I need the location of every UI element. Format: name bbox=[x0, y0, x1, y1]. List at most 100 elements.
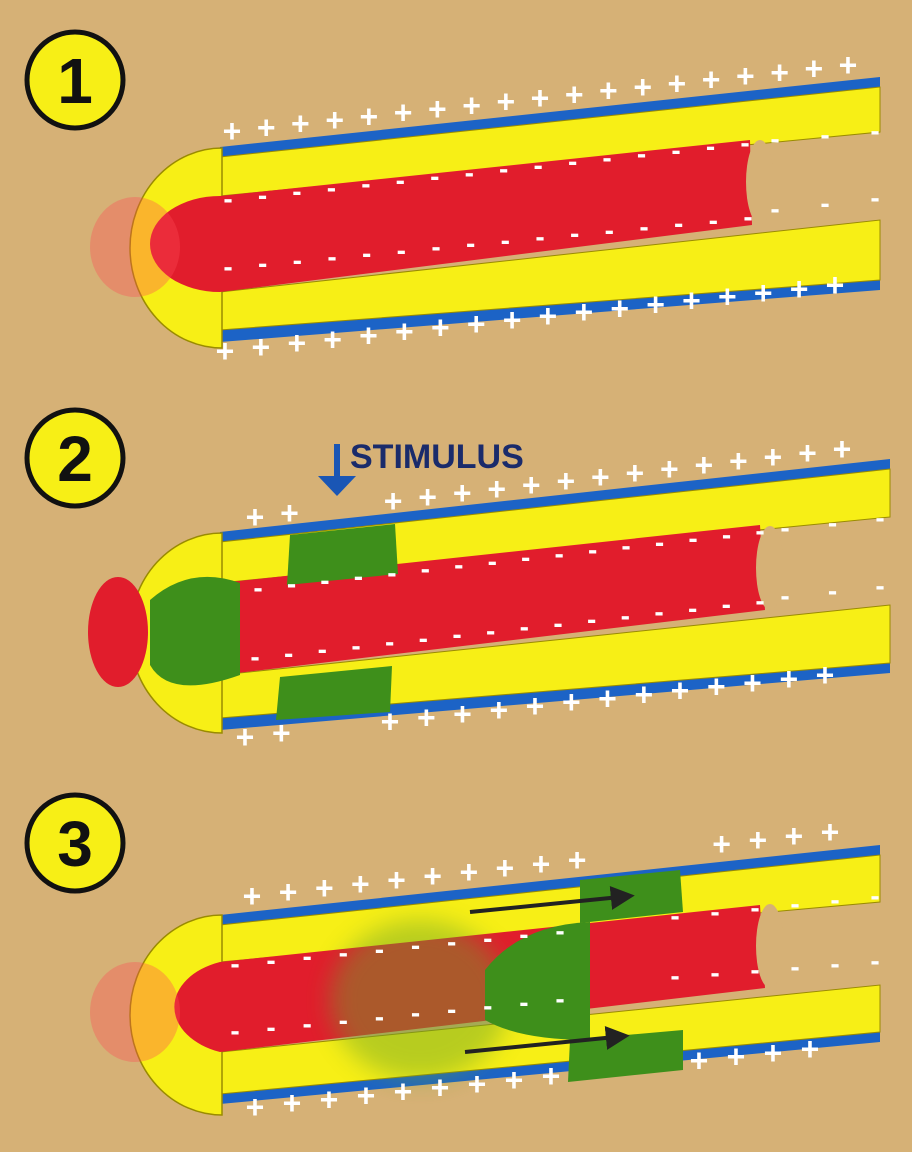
negative-charge: - bbox=[253, 572, 262, 603]
negative-charge: - bbox=[258, 179, 267, 210]
negative-charge: - bbox=[671, 135, 680, 166]
negative-charge: - bbox=[362, 238, 371, 269]
stage-2-number: 2 bbox=[57, 423, 93, 495]
positive-charge: + bbox=[462, 87, 481, 123]
negative-charge: - bbox=[588, 534, 597, 565]
depolarized-zone-bottom bbox=[568, 1030, 683, 1082]
negative-charge: - bbox=[385, 626, 394, 657]
negative-charge: - bbox=[875, 502, 884, 533]
depolarized-zone-core bbox=[150, 576, 240, 686]
negative-charge: - bbox=[820, 119, 829, 150]
positive-charge: + bbox=[764, 439, 783, 475]
negative-charge: - bbox=[411, 930, 420, 961]
positive-charge: + bbox=[682, 283, 701, 319]
negative-charge: - bbox=[421, 553, 430, 584]
negative-charge: - bbox=[709, 204, 718, 235]
negative-charge: - bbox=[519, 987, 528, 1018]
negative-charge: - bbox=[755, 585, 764, 616]
negative-charge: - bbox=[722, 589, 731, 620]
negative-charge: - bbox=[830, 884, 839, 915]
negative-charge: - bbox=[828, 507, 837, 538]
negative-charge: - bbox=[722, 519, 731, 550]
positive-charge: + bbox=[325, 102, 344, 138]
positive-charge: + bbox=[505, 1062, 524, 1098]
positive-charge: + bbox=[532, 846, 551, 882]
negative-charge: - bbox=[830, 948, 839, 979]
negative-charge: - bbox=[587, 604, 596, 635]
positive-charge: + bbox=[503, 302, 522, 338]
negative-charge: - bbox=[870, 880, 879, 911]
positive-charge: + bbox=[562, 684, 581, 720]
positive-charge: + bbox=[428, 91, 447, 127]
membrane-bottom-edge bbox=[220, 663, 890, 730]
positive-charge: + bbox=[496, 850, 515, 886]
positive-charge: + bbox=[690, 1043, 709, 1079]
negative-charge: - bbox=[555, 983, 564, 1014]
stage-2-badge: 2 bbox=[24, 407, 126, 509]
negative-charge: - bbox=[655, 526, 664, 557]
negative-charge: - bbox=[447, 994, 456, 1025]
negative-charge: - bbox=[743, 201, 752, 232]
positive-charge: + bbox=[729, 443, 748, 479]
positive-charge: + bbox=[279, 874, 298, 910]
positive-charge: + bbox=[272, 715, 291, 751]
negative-charge: - bbox=[555, 915, 564, 946]
negative-charge: - bbox=[488, 545, 497, 576]
negative-charge: - bbox=[230, 948, 239, 979]
negative-charge: - bbox=[780, 580, 789, 611]
negative-charge: - bbox=[870, 182, 879, 213]
positive-charge: + bbox=[381, 704, 400, 740]
negative-charge: - bbox=[486, 615, 495, 646]
negative-charge: - bbox=[258, 248, 267, 279]
propagation-arrow-bottom bbox=[464, 1025, 630, 1054]
positive-charge: + bbox=[556, 463, 575, 499]
stimulus-label: STIMULUS bbox=[350, 438, 524, 476]
stage-3-charges: +++++++++++++++++++++++++++-------------… bbox=[230, 814, 879, 1125]
negative-charge: - bbox=[828, 575, 837, 606]
negative-charge: - bbox=[375, 1001, 384, 1032]
negative-charge: - bbox=[688, 593, 697, 624]
positive-charge: + bbox=[565, 76, 584, 112]
stage-1-number: 1 bbox=[57, 45, 93, 117]
negative-charge: - bbox=[621, 600, 630, 631]
negative-charge: - bbox=[621, 530, 630, 561]
depolarized-inner-face bbox=[88, 577, 148, 687]
negative-charge: - bbox=[870, 945, 879, 976]
negative-charge: - bbox=[688, 523, 697, 554]
positive-charge: + bbox=[223, 113, 242, 149]
negative-charge: - bbox=[534, 149, 543, 180]
positive-charge: + bbox=[395, 314, 414, 350]
positive-charge: + bbox=[770, 54, 789, 90]
negative-charge: - bbox=[568, 146, 577, 177]
positive-charge: + bbox=[384, 483, 403, 519]
negative-charge: - bbox=[870, 115, 879, 146]
negative-charge: - bbox=[750, 892, 759, 923]
stage-3-group bbox=[90, 845, 881, 1116]
positive-charge: + bbox=[487, 471, 506, 507]
negative-charge: - bbox=[318, 634, 327, 665]
positive-charge: + bbox=[821, 814, 840, 850]
stage-2-charges: +++++++++++++++++++++++++++++++---------… bbox=[236, 431, 885, 755]
positive-charge: + bbox=[833, 431, 852, 467]
negative-charge: - bbox=[553, 607, 562, 638]
positive-charge: + bbox=[287, 325, 306, 361]
positive-charge: + bbox=[568, 842, 587, 878]
positive-charge: + bbox=[320, 1081, 339, 1117]
positive-charge: + bbox=[257, 109, 276, 145]
negative-charge: - bbox=[820, 188, 829, 219]
positive-charge: + bbox=[816, 657, 835, 693]
positive-charge: + bbox=[351, 866, 370, 902]
positive-charge: + bbox=[779, 661, 798, 697]
negative-charge: - bbox=[303, 941, 312, 972]
positive-charge: + bbox=[707, 669, 726, 705]
positive-charge: + bbox=[634, 676, 653, 712]
negative-charge: - bbox=[483, 990, 492, 1021]
depolarized-zone-bottom bbox=[276, 666, 392, 720]
negative-charge: - bbox=[670, 900, 679, 931]
positive-charge: + bbox=[431, 1070, 450, 1106]
negative-charge: - bbox=[670, 960, 679, 991]
positive-charge: + bbox=[394, 1074, 413, 1110]
stage-3-number: 3 bbox=[57, 808, 93, 880]
negative-charge: - bbox=[223, 251, 232, 282]
positive-charge: + bbox=[522, 467, 541, 503]
